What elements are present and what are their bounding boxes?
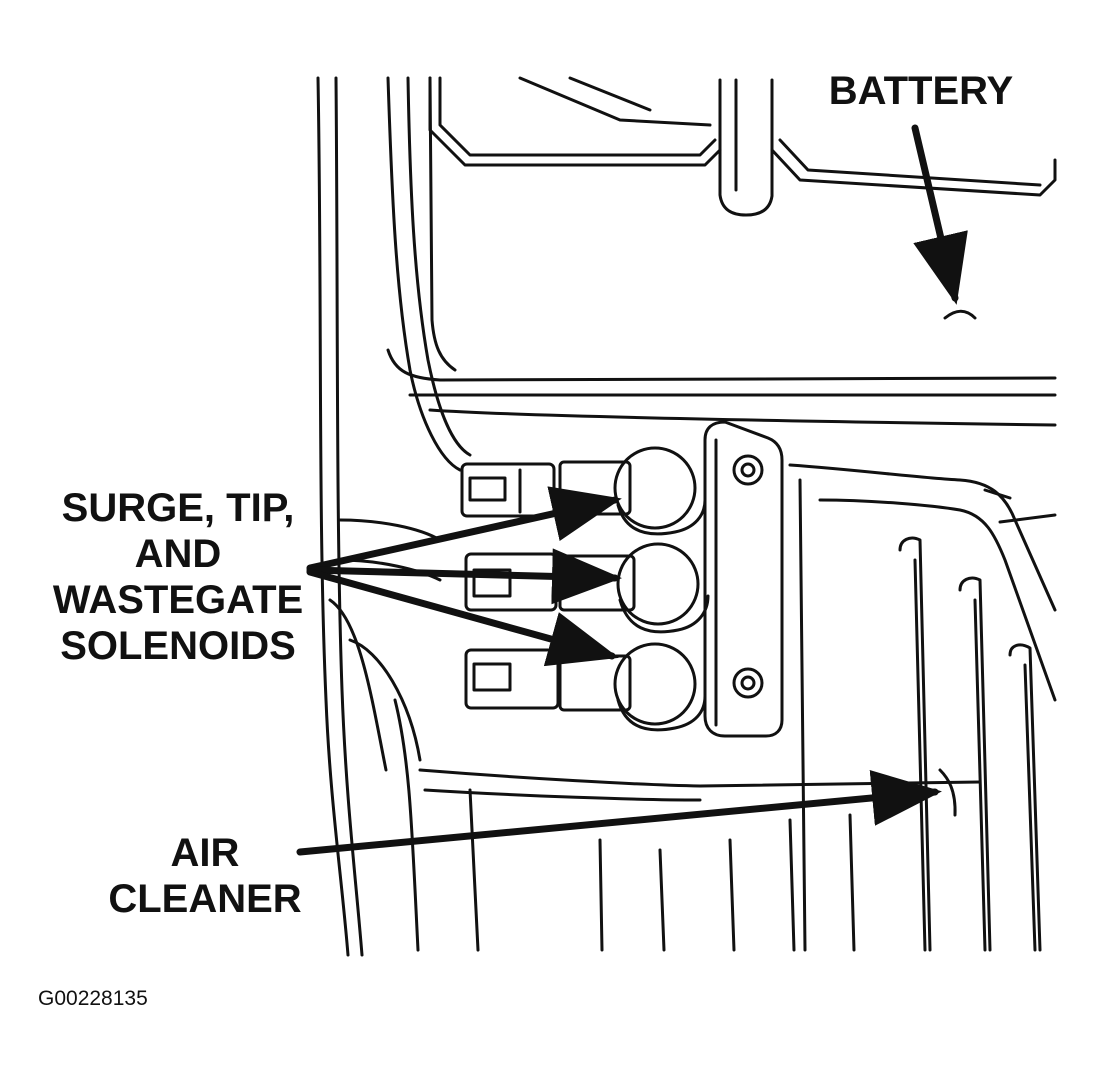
arrow-solenoid-upper — [306, 486, 622, 572]
figure-id: G00228135 — [38, 987, 148, 1010]
solenoids-label-line-4: SOLENOIDS — [60, 624, 296, 668]
solenoids-label-line-3: WASTEGATE — [52, 578, 304, 622]
arrow-battery — [911, 124, 968, 305]
air-cleaner-label: AIR CLEANER — [80, 830, 330, 922]
solenoids-label: SURGE, TIP, AND WASTEGATE SOLENOIDS — [28, 485, 328, 669]
air-cleaner-housing — [418, 463, 1057, 952]
fender-panel — [316, 76, 472, 957]
solenoids-label-line-2: AND — [134, 532, 222, 576]
solenoid-upper — [460, 446, 707, 536]
solenoid-lower — [464, 642, 707, 732]
battery-label: BATTERY — [828, 69, 1014, 113]
solenoid-middle — [464, 542, 710, 634]
arrow-solenoid-lower — [306, 568, 619, 667]
leader-arrows — [296, 124, 968, 856]
battery-case — [386, 76, 1057, 427]
air-cleaner-label-line-1: AIR — [170, 831, 240, 875]
solenoid-bracket — [703, 420, 784, 738]
solenoids-label-line-1: SURGE, TIP, — [61, 486, 295, 530]
air-cleaner-label-line-2: CLEANER — [108, 877, 302, 921]
arrow-air-cleaner — [296, 770, 942, 856]
arrow-solenoid-middle — [306, 548, 622, 605]
